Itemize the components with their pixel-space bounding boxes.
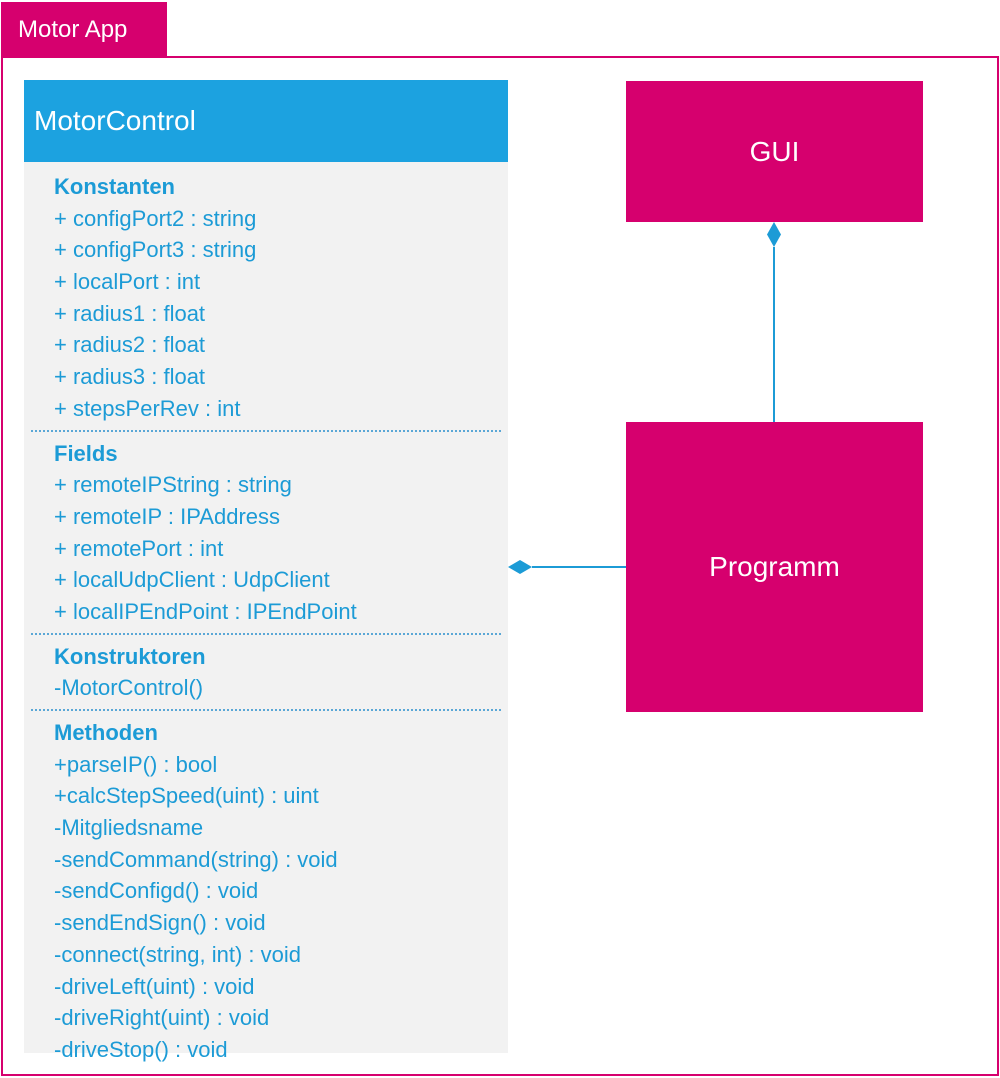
gui-class-name: GUI bbox=[749, 135, 800, 167]
motor-control-class-header[interactable]: MotorControl bbox=[24, 80, 508, 162]
gui-class-box[interactable]: GUI bbox=[626, 81, 923, 222]
motorcontrol-composition-diamond-icon bbox=[508, 560, 532, 574]
member-item: -driveStop() : void bbox=[54, 1036, 228, 1062]
member-item: -connect(string, int) : void bbox=[54, 941, 301, 967]
programm-class-name: Programm bbox=[709, 551, 840, 582]
member-item: -sendEndSign() : void bbox=[54, 910, 266, 936]
member-item: + configPort3 : string bbox=[54, 237, 257, 263]
section-divider bbox=[31, 429, 501, 432]
motor-control-class-name: MotorControl bbox=[34, 105, 196, 136]
member-item: -sendConfigd() : void bbox=[54, 878, 259, 904]
member-item: + radius3 : float bbox=[54, 364, 206, 390]
package-title: Motor App bbox=[18, 16, 128, 43]
member-item: + remoteIP : IPAddress bbox=[54, 503, 281, 529]
member-item: + localIPEndPoint : IPEndPoint bbox=[54, 598, 357, 624]
member-item: + remoteIPString : string bbox=[54, 472, 292, 498]
section-title: Fields bbox=[54, 440, 118, 466]
member-item: -MotorControl() bbox=[54, 675, 204, 701]
member-item: + stepsPerRev : int bbox=[54, 395, 241, 421]
member-item: + radius2 : float bbox=[54, 332, 206, 358]
section-fields: Fields + remoteIPString : string + remot… bbox=[24, 438, 508, 628]
section-konstruktoren: Konstruktoren -MotorControl() bbox=[24, 641, 508, 704]
programm-class-box[interactable]: Programm bbox=[626, 422, 923, 712]
section-divider bbox=[31, 632, 501, 635]
section-konstanten: Konstanten + configPort2 : string + conf… bbox=[24, 171, 508, 425]
member-item: -driveRight(uint) : void bbox=[54, 1005, 270, 1031]
section-divider bbox=[31, 709, 501, 711]
section-methoden: Methoden +parseIP() : bool +calcStepSpee… bbox=[24, 717, 508, 1066]
section-title: Konstruktoren bbox=[54, 643, 206, 669]
member-item: + remotePort : int bbox=[54, 535, 224, 561]
section-title: Konstanten bbox=[54, 174, 175, 199]
member-item: +calcStepSpeed(uint) : uint bbox=[54, 783, 319, 809]
motor-control-class-body: Konstanten + configPort2 : string + conf… bbox=[24, 162, 508, 1062]
member-item: + localPort : int bbox=[54, 269, 201, 295]
member-item: +parseIP() : bool bbox=[54, 751, 218, 777]
member-item: -Mitgliedsname bbox=[54, 815, 204, 841]
package-frame bbox=[1, 56, 999, 1076]
member-item: -sendCommand(string) : void bbox=[54, 846, 338, 872]
package-tab: Motor App bbox=[1, 2, 167, 56]
section-title: Methoden bbox=[54, 720, 158, 745]
member-item: + configPort2 : string bbox=[54, 205, 257, 231]
member-item: -driveLeft(uint) : void bbox=[54, 973, 255, 999]
gui-composition-diamond-icon bbox=[767, 222, 781, 247]
member-item: + localUdpClient : UdpClient bbox=[54, 567, 330, 593]
member-item: + radius1 : float bbox=[54, 300, 206, 326]
